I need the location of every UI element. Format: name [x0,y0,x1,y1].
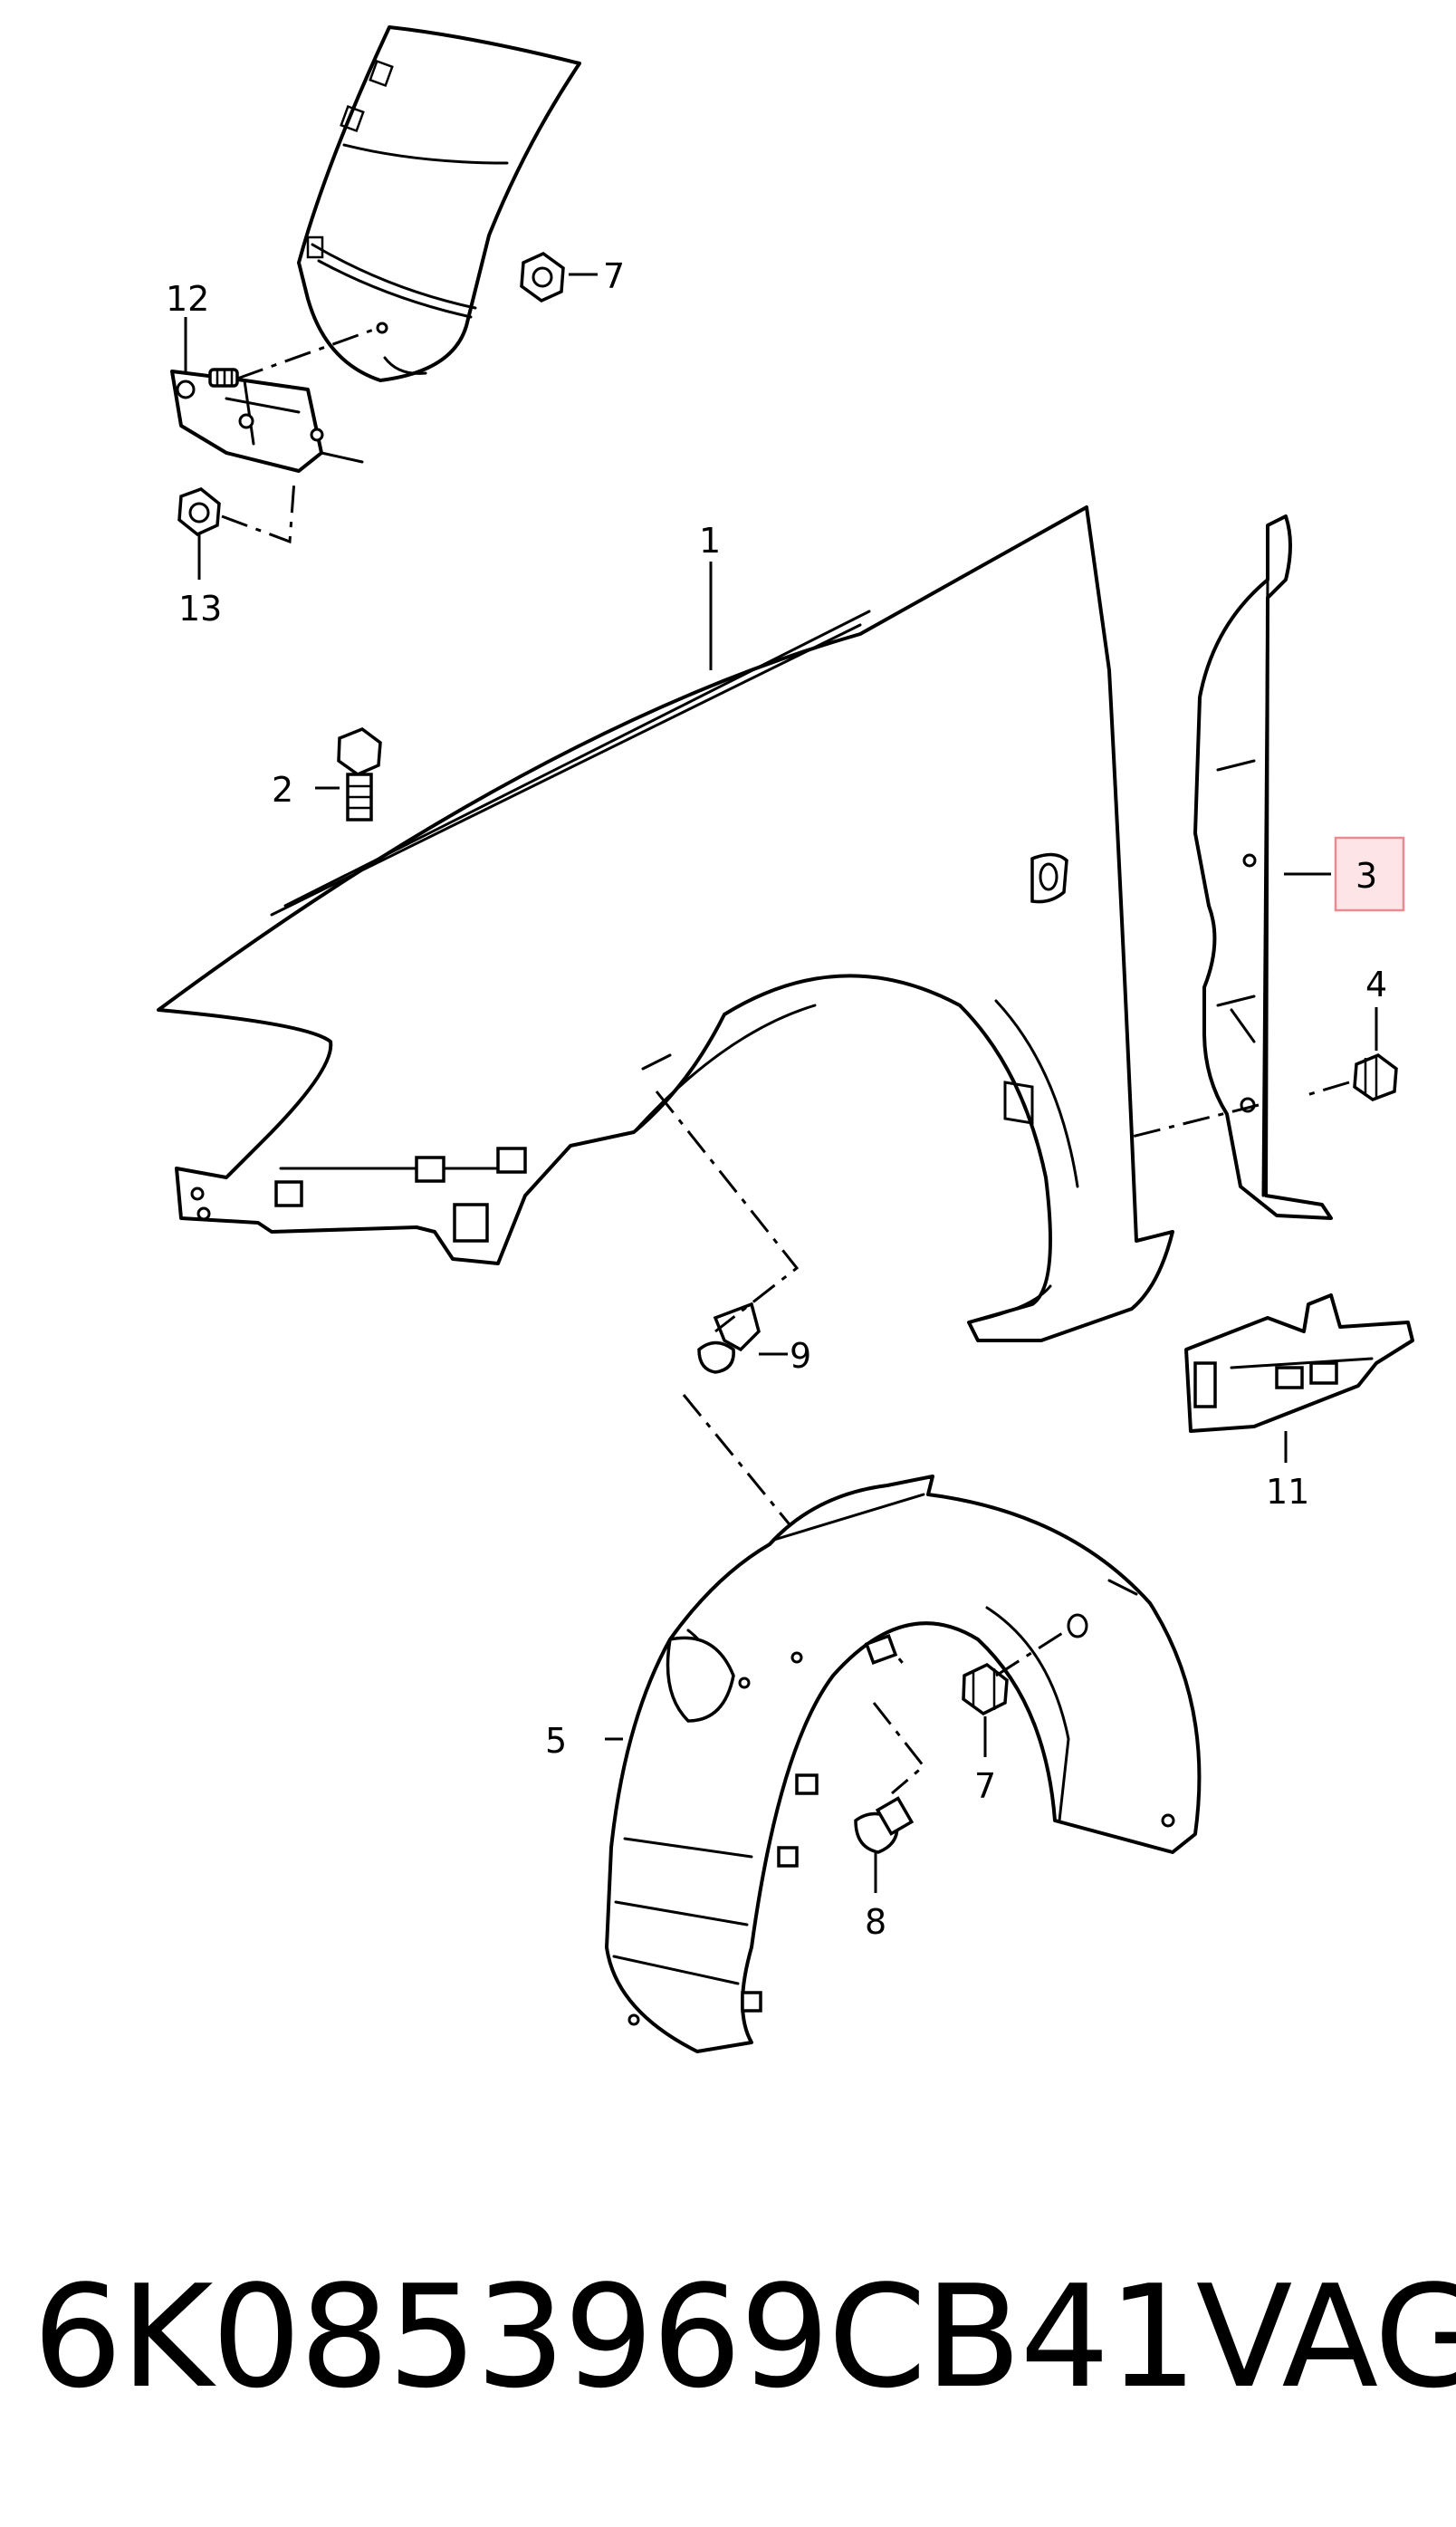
screw-8 [854,1796,915,1854]
callout-1: 1 [699,521,721,561]
part-number-footer: 6K0853969CB41 VAG [33,2237,1456,2436]
clip-9 [697,1302,761,1374]
front-fender [157,505,1174,1342]
brand-name: VAG [1195,2254,1456,2419]
callout-labels: 1 2 3 4 5 7 7 8 9 11 12 13 [166,256,1387,1942]
callout-8: 8 [865,1902,886,1942]
callout-7-bottom: 7 [974,1766,996,1806]
callout-7-top: 7 [603,256,625,296]
nut-13 [177,487,221,537]
bumper-corner-part [297,25,581,382]
part-number: 6K0853969CB41 [33,2254,1198,2419]
callout-4: 4 [1365,965,1387,1004]
nut-7-top [520,251,565,303]
nut-4 [1353,1053,1398,1101]
callout-11: 11 [1266,1472,1309,1512]
callout-9: 9 [790,1336,811,1376]
callout-leaders [184,273,1378,1893]
callout-12: 12 [166,279,209,319]
insulation-panel [1193,514,1333,1220]
exploded-parts-diagram: 1 2 3 4 5 7 7 8 9 11 12 13 [157,25,1414,2053]
callout-3: 3 [1355,856,1377,896]
highlight-box-part-3 [1334,836,1405,912]
bolt-2 [337,727,382,822]
support-bracket [1184,1293,1414,1433]
wheel-housing-liner [605,1475,1202,2053]
callout-2: 2 [272,770,293,810]
mounting-bracket [170,368,364,473]
callout-5: 5 [545,1721,567,1761]
callout-13: 13 [178,589,222,629]
nut-7-bottom [962,1662,1009,1716]
